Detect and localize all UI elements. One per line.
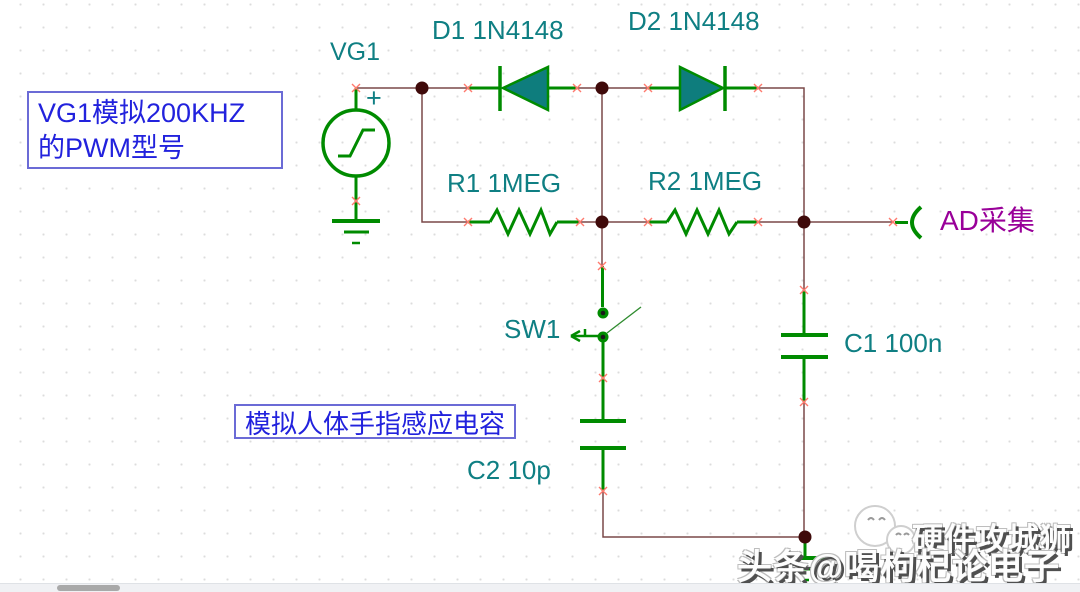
diode-d1-symbol[interactable]	[468, 65, 577, 113]
wire-j1-to-r1[interactable]	[421, 88, 468, 223]
junction-dot	[415, 81, 429, 95]
junction-dots	[415, 81, 812, 544]
watermark-handle: 头条@喝枸杞论电子	[737, 548, 1061, 587]
capacitor-c1-symbol[interactable]	[781, 290, 828, 402]
junction-dot	[798, 530, 812, 544]
pwm-annotation-box[interactable]: VG1模拟200KHZ 的PWM型号	[27, 91, 283, 169]
wechat-icon	[854, 505, 916, 555]
capacitor-c2-symbol[interactable]	[580, 419, 626, 491]
junction-dot	[797, 215, 811, 229]
switch-lever[interactable]	[606, 306, 642, 334]
finger-cap-annotation-text: 模拟人体手指感应电容	[245, 409, 506, 439]
diode-d2-symbol[interactable]	[648, 64, 758, 113]
d1-label[interactable]: D1 1N4148	[432, 15, 564, 45]
sw1-label[interactable]: SW1	[504, 314, 561, 344]
resistor-r1-symbol[interactable]	[468, 206, 580, 238]
r1-label[interactable]: R1 1MEG	[447, 168, 562, 198]
junction-dot	[595, 81, 609, 95]
vg1-ground-icon	[332, 219, 380, 245]
switch-actuator-arrow-icon	[570, 329, 600, 343]
finger-cap-annotation-box[interactable]: 模拟人体手指感应电容	[234, 404, 517, 439]
junction-dot	[595, 215, 609, 229]
pwm-annotation-line2: 的PWM型号	[38, 133, 185, 164]
vg1-source-symbol[interactable]	[321, 88, 391, 219]
watermark-brand: 硬件攻城狮	[912, 522, 1072, 557]
wire[interactable]	[355, 87, 893, 538]
vg1-polarity-plus: +	[366, 83, 382, 113]
wire-d2-to-right-rail[interactable]	[758, 87, 805, 222]
ad-port-label[interactable]: AD采集	[940, 205, 1035, 236]
pwm-annotation-line1: VG1模拟200KHZ	[38, 98, 246, 128]
c2-label[interactable]: C2 10p	[467, 455, 551, 485]
pwm-waveform-icon	[338, 128, 375, 158]
horizontal-scrollbar-thumb[interactable]	[57, 585, 120, 591]
horizontal-scrollbar[interactable]	[0, 583, 1080, 592]
r2-label[interactable]: R2 1MEG	[648, 166, 763, 196]
d2-label[interactable]: D2 1N4148	[628, 6, 760, 36]
resistor-r2-symbol[interactable]	[648, 206, 758, 238]
c1-label[interactable]: C1 100n	[844, 328, 943, 358]
switch-sw1-symbol[interactable]	[570, 266, 642, 419]
vg1-label[interactable]: VG1	[330, 38, 381, 66]
ad-port-connector-icon[interactable]	[895, 205, 923, 240]
pin-markers	[351, 83, 898, 496]
wire-c2-to-gnd[interactable]	[602, 491, 805, 538]
